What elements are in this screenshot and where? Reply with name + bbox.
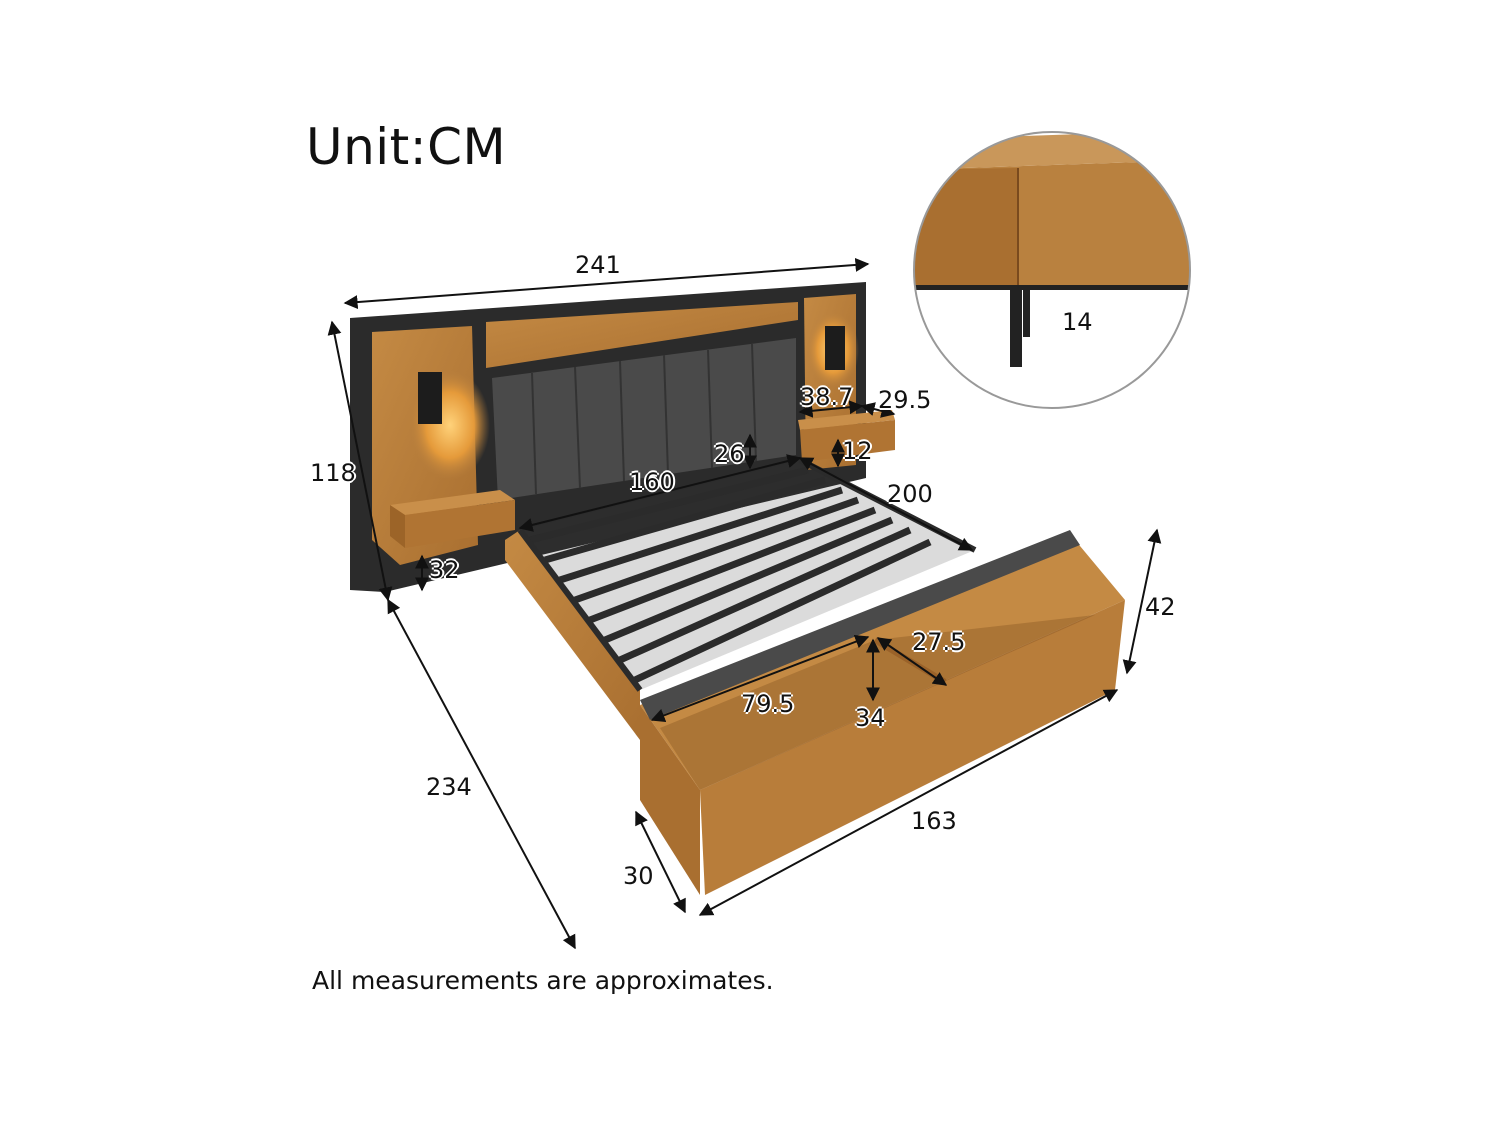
shelf-depth-label: 29.5 [878,386,932,414]
footboard-height-label: 42 [1145,593,1176,621]
frame-length-label: 200 [887,480,933,508]
shelf-gap-label: 12 [842,437,873,465]
thickness-detail-inset [913,131,1191,409]
left-nightstand [390,490,515,548]
drawer-depth-label: 30 [623,862,654,890]
storage-left-width-label: 79.5 [741,690,795,718]
unit-label: Unit:CM [306,118,507,176]
storage-right-width-label: 27.5 [912,628,966,656]
total-length-label: 234 [426,773,472,801]
headboard-width-label: 241 [575,251,621,279]
shelf-width-label: 38.7 [800,383,854,411]
left-lamp-icon [418,372,442,424]
storage-depth-label: 34 [855,704,886,732]
detail-thickness-label: 14 [1062,308,1093,336]
panel-height-label: 26 [714,440,745,468]
footboard-width-label: 163 [911,807,957,835]
headboard-height-label: 118 [310,459,356,487]
slat-width-label: 160 [629,468,675,496]
dimension-lines [327,257,1162,950]
nightstand-height-label: 32 [429,556,460,584]
right-lamp-icon [825,326,845,370]
approximation-note: All measurements are approximates. [312,966,774,995]
